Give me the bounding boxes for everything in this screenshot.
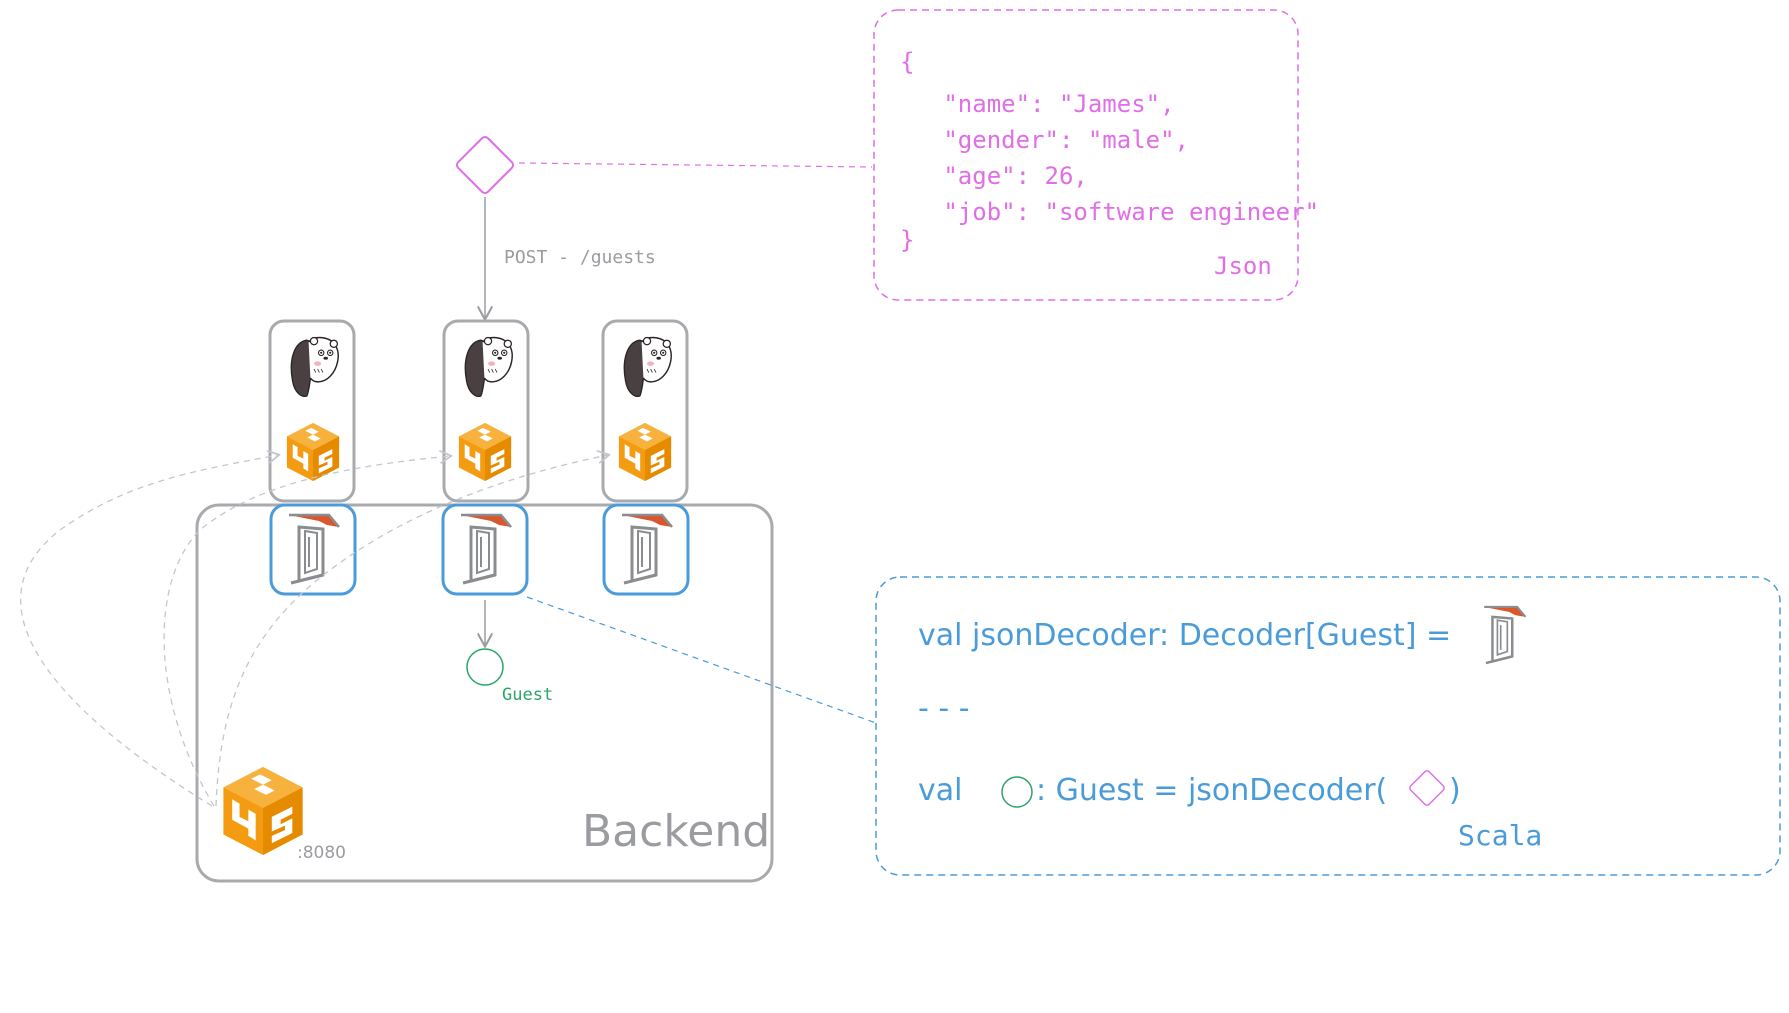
request-label: POST - /guests bbox=[504, 247, 656, 268]
spawn-arrow-3 bbox=[215, 455, 608, 807]
instance-column-1 bbox=[268, 319, 357, 596]
spawn-arrow-1 bbox=[20, 455, 278, 807]
json-link-dashed bbox=[518, 162, 873, 168]
scala-line-3-mid: : Guest = jsonDecoder( bbox=[1036, 773, 1387, 808]
guest-label: Guest bbox=[502, 685, 553, 705]
json-payload-diamond-icon bbox=[1409, 770, 1445, 806]
json-payload-diamond-icon bbox=[455, 135, 515, 195]
json-line: "age": 26, bbox=[900, 162, 1088, 190]
scala-line-1: val jsonDecoder: Decoder[Guest] = bbox=[918, 618, 1451, 653]
json-note bbox=[873, 9, 1299, 301]
scala-link-dashed bbox=[526, 596, 877, 724]
instance-column-2 bbox=[441, 319, 530, 596]
json-line: "name": "James", bbox=[900, 90, 1175, 118]
http4s-server-icon bbox=[223, 767, 303, 855]
instance-column-3 bbox=[601, 319, 690, 596]
server-port: :8080 bbox=[297, 843, 346, 863]
circe-decoder-icon bbox=[1482, 605, 1527, 665]
scala-caption: Scala bbox=[1458, 819, 1542, 852]
backend-title: Backend bbox=[582, 806, 770, 857]
json-caption: Json bbox=[1214, 252, 1272, 280]
scala-line-3-prefix: val bbox=[918, 773, 962, 808]
json-line: "job": "software engineer" bbox=[900, 198, 1319, 226]
json-line: "gender": "male", bbox=[900, 126, 1189, 154]
guest-circle-icon bbox=[466, 648, 504, 686]
scala-note bbox=[875, 576, 1781, 876]
decoder-box bbox=[269, 503, 357, 596]
json-line: { bbox=[900, 48, 914, 76]
json-line: } bbox=[900, 226, 914, 254]
json-body: { "name": "James", "gender": "male", "ag… bbox=[900, 48, 1319, 254]
scala-line-3-end: ) bbox=[1449, 773, 1461, 808]
scala-separator: - - - bbox=[918, 691, 970, 726]
decoder-box bbox=[441, 503, 529, 596]
decoder-box bbox=[602, 503, 690, 596]
guest-circle-icon bbox=[1001, 776, 1033, 808]
